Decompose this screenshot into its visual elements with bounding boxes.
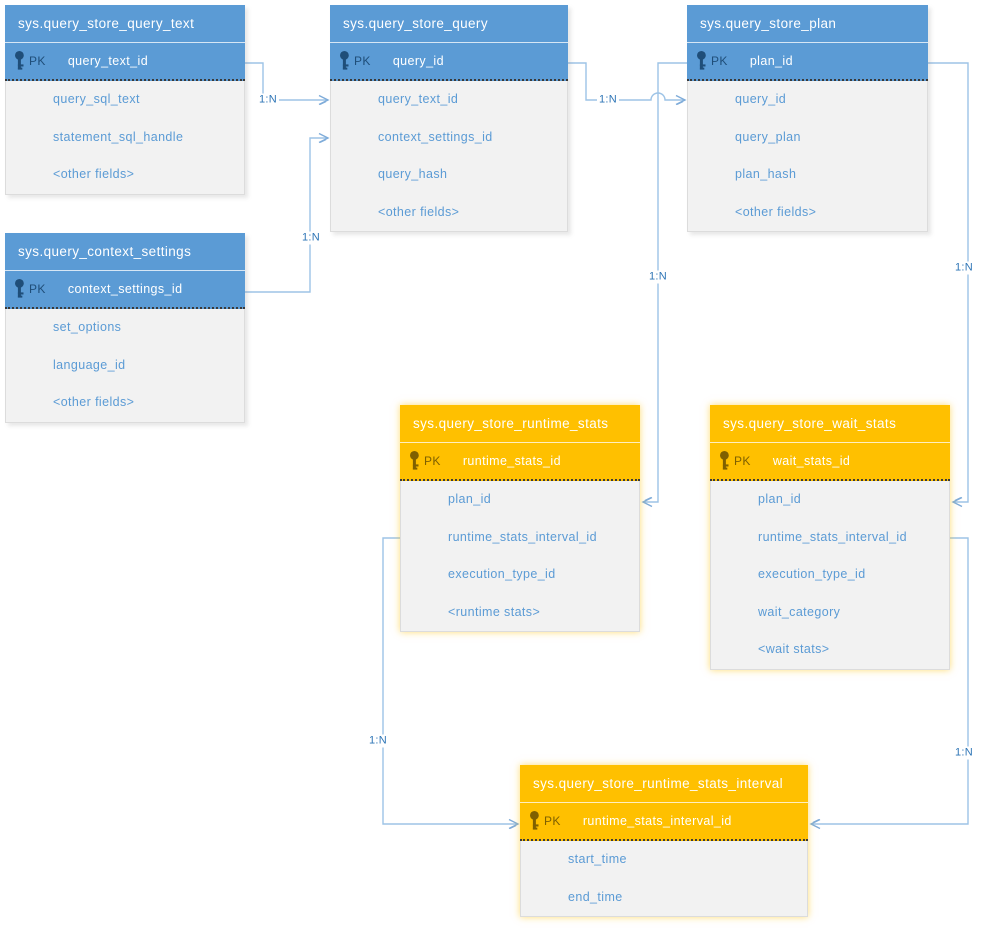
entity-title: sys.query_store_runtime_stats bbox=[400, 405, 640, 443]
key-icon bbox=[14, 51, 26, 71]
field-row: plan_hash bbox=[735, 167, 797, 181]
pk-field-name: context_settings_id bbox=[67, 282, 183, 296]
entity-query-store-plan[interactable]: sys.query_store_plan PK plan_id query_id… bbox=[687, 5, 928, 232]
entity-fields: set_options language_id <other fields> bbox=[5, 309, 245, 423]
field-row: <other fields> bbox=[735, 204, 817, 219]
cardinality-label: 1:N bbox=[299, 231, 323, 245]
entity-query-store-wait-stats[interactable]: sys.query_store_wait_stats PK wait_stats… bbox=[710, 405, 950, 670]
cardinality-label: 1:N bbox=[596, 93, 620, 107]
key-icon bbox=[409, 451, 421, 471]
field-row: language_id bbox=[53, 357, 126, 372]
field-row: <other fields> bbox=[53, 167, 135, 181]
field-row: query_text_id bbox=[378, 92, 459, 106]
pk-label: PK bbox=[544, 814, 561, 828]
field-row: runtime_stats_interval_id bbox=[448, 529, 597, 544]
pk-label: PK bbox=[354, 54, 371, 68]
pk-field-name: plan_id bbox=[749, 54, 793, 68]
entity-fields: plan_id runtime_stats_interval_id execut… bbox=[400, 481, 640, 632]
field-row: execution_type_id bbox=[758, 567, 866, 581]
primary-key-row: PK wait_stats_id bbox=[710, 443, 950, 481]
key-icon bbox=[696, 51, 708, 71]
pk-field-name: runtime_stats_id bbox=[462, 454, 561, 468]
field-row: <other fields> bbox=[53, 395, 135, 409]
key-icon bbox=[339, 51, 351, 71]
pk-label: PK bbox=[711, 54, 728, 68]
field-row: start_time bbox=[568, 852, 627, 866]
connector-contextsettings-to-query bbox=[245, 132, 330, 293]
entity-title: sys.query_store_wait_stats bbox=[710, 405, 950, 443]
pk-label: PK bbox=[29, 282, 46, 296]
entity-fields: start_time end_time bbox=[520, 841, 808, 917]
entity-title: sys.query_store_query_text bbox=[5, 5, 245, 43]
field-row: <wait stats> bbox=[758, 642, 830, 656]
cardinality-label: 1:N bbox=[952, 261, 976, 275]
key-icon bbox=[719, 451, 731, 471]
entity-title: sys.query_store_plan bbox=[687, 5, 928, 43]
entity-title: sys.query_context_settings bbox=[5, 233, 245, 271]
pk-field-name: query_id bbox=[392, 54, 444, 68]
entity-fields: plan_id runtime_stats_interval_id execut… bbox=[710, 481, 950, 670]
pk-label: PK bbox=[424, 454, 441, 468]
primary-key-row: PK context_settings_id bbox=[5, 271, 245, 309]
key-icon bbox=[14, 279, 26, 299]
cardinality-label: 1:N bbox=[256, 93, 280, 107]
pk-label: PK bbox=[734, 454, 751, 468]
entity-title: sys.query_store_query bbox=[330, 5, 568, 43]
field-row: context_settings_id bbox=[378, 129, 493, 144]
field-row: query_id bbox=[735, 92, 787, 106]
field-row: set_options bbox=[53, 320, 122, 334]
cardinality-label: 1:N bbox=[952, 746, 976, 760]
entity-query-store-query[interactable]: sys.query_store_query PK query_id query_… bbox=[330, 5, 568, 232]
entity-fields: query_id query_plan plan_hash <other fie… bbox=[687, 81, 928, 232]
key-icon bbox=[529, 811, 541, 831]
field-row: plan_id bbox=[758, 492, 802, 506]
field-row: runtime_stats_interval_id bbox=[758, 529, 907, 544]
field-row: <runtime stats> bbox=[448, 604, 541, 619]
field-row: query_plan bbox=[735, 129, 801, 144]
primary-key-row: PK plan_id bbox=[687, 43, 928, 81]
field-row: wait_category bbox=[758, 604, 841, 619]
entity-query-store-query-text[interactable]: sys.query_store_query_text PK query_text… bbox=[5, 5, 245, 195]
entity-title: sys.query_store_runtime_stats_interval bbox=[520, 765, 808, 803]
entity-query-context-settings[interactable]: sys.query_context_settings PK context_se… bbox=[5, 233, 245, 423]
entity-fields: query_sql_text statement_sql_handle <oth… bbox=[5, 81, 245, 195]
field-row: execution_type_id bbox=[448, 567, 556, 581]
field-row: end_time bbox=[568, 889, 623, 904]
entity-query-store-runtime-stats[interactable]: sys.query_store_runtime_stats PK runtime… bbox=[400, 405, 640, 632]
field-row: statement_sql_handle bbox=[53, 129, 184, 144]
primary-key-row: PK runtime_stats_interval_id bbox=[520, 803, 808, 841]
field-row: query_sql_text bbox=[53, 92, 140, 106]
pk-label: PK bbox=[29, 54, 46, 68]
cardinality-label: 1:N bbox=[366, 734, 390, 748]
entity-fields: query_text_id context_settings_id query_… bbox=[330, 81, 568, 232]
cardinality-label: 1:N bbox=[646, 270, 670, 284]
pk-field-name: wait_stats_id bbox=[772, 454, 851, 468]
pk-field-name: runtime_stats_interval_id bbox=[582, 814, 732, 828]
field-row: plan_id bbox=[448, 492, 492, 506]
entity-query-store-runtime-stats-interval[interactable]: sys.query_store_runtime_stats_interval P… bbox=[520, 765, 808, 917]
primary-key-row: PK runtime_stats_id bbox=[400, 443, 640, 481]
field-row: query_hash bbox=[378, 167, 448, 181]
primary-key-row: PK query_text_id bbox=[5, 43, 245, 81]
pk-field-name: query_text_id bbox=[67, 54, 149, 68]
primary-key-row: PK query_id bbox=[330, 43, 568, 81]
field-row: <other fields> bbox=[378, 204, 460, 219]
connector-query-to-plan bbox=[568, 62, 687, 106]
